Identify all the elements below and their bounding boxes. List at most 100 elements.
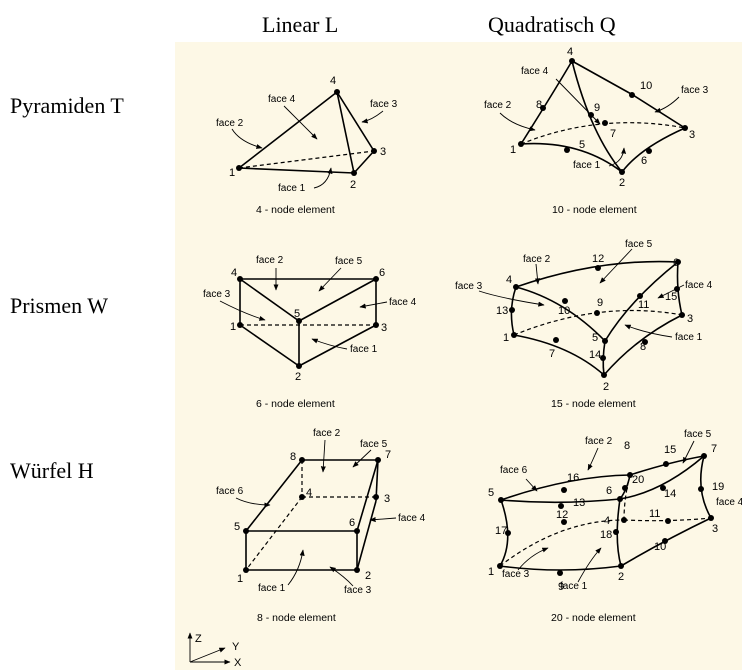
tet10-node-2: 2 xyxy=(619,177,625,189)
prism15-node-9: 9 xyxy=(597,297,603,309)
prism6-caption: 6 - node element xyxy=(256,398,335,410)
hex20-face-6-label: face 6 xyxy=(500,465,528,476)
prism15-face-3-label: face 3 xyxy=(455,281,483,292)
hex20-node-4: 4 xyxy=(604,515,610,527)
prism15-caption: 15 - node element xyxy=(551,398,636,410)
hex8-node-7: 7 xyxy=(385,449,391,461)
tet10-node-9: 9 xyxy=(594,102,600,114)
prism6-node-5: 5 xyxy=(294,308,300,320)
hex20-node-5: 5 xyxy=(488,487,494,499)
coordinate-axes-icon: Z Y X xyxy=(190,633,242,669)
prism6-node-3: 3 xyxy=(381,322,387,334)
tet4-node-1: 1 xyxy=(229,167,235,179)
prism6-node-6: 6 xyxy=(379,267,385,279)
tet10-node-7: 7 xyxy=(610,128,616,140)
prism15-node-1: 1 xyxy=(503,332,509,344)
axis-z-label: Z xyxy=(195,633,202,645)
prism6-node-2: 2 xyxy=(295,371,301,383)
tet10-caption: 10 - node element xyxy=(552,204,637,216)
hex8-face-4-label: face 4 xyxy=(398,513,426,524)
tet4-node-3: 3 xyxy=(380,146,386,158)
tet10-node-8: 8 xyxy=(536,99,542,111)
tet10-node-10: 10 xyxy=(640,80,652,92)
prism15-node-7: 7 xyxy=(549,348,555,360)
hex8-node-5: 5 xyxy=(234,521,240,533)
prism15-element: 1 2 3 4 5 6 7 8 9 10 11 12 13 14 15 face… xyxy=(455,239,713,410)
tet10-face-2-label: face 2 xyxy=(484,100,512,111)
hex8-element: 1 2 3 4 5 6 7 8 face 2 face 5 face 6 fac… xyxy=(216,428,426,624)
prism15-node-4: 4 xyxy=(506,274,512,286)
prism15-node-5: 5 xyxy=(592,332,598,344)
prism6-face-1-label: face 1 xyxy=(350,344,378,355)
hex20-caption: 20 - node element xyxy=(551,612,636,624)
prism15-node-15: 15 xyxy=(665,291,677,303)
hex8-caption: 8 - node element xyxy=(257,612,336,624)
hex20-face-3-label: face 3 xyxy=(502,569,530,580)
prism6-face-5-label: face 5 xyxy=(335,256,363,267)
prism6-element: 1 2 3 4 5 6 face 2 face 5 face 3 face 4 … xyxy=(203,255,417,410)
prism6-node-1: 1 xyxy=(230,321,236,333)
axis-x-label: X xyxy=(234,657,242,669)
prism15-node-8: 8 xyxy=(640,341,646,353)
hex20-node-19: 19 xyxy=(712,481,724,493)
prism15-face-2-label: face 2 xyxy=(523,254,551,265)
hex20-node-10: 10 xyxy=(654,541,666,553)
tet4-face-4-label: face 4 xyxy=(268,94,296,105)
tet10-face-3-label: face 3 xyxy=(681,85,709,96)
tet4-caption: 4 - node element xyxy=(256,204,335,216)
hex20-element: 1 2 3 4 5 6 7 8 9 10 11 12 13 14 15 16 1… xyxy=(488,429,742,624)
prism15-node-10: 10 xyxy=(558,305,570,317)
hex20-node-11: 11 xyxy=(649,508,660,520)
hex8-face-5-label: face 5 xyxy=(360,439,388,450)
hex20-node-16: 16 xyxy=(567,472,579,484)
hex8-node-4: 4 xyxy=(306,487,312,499)
hex8-face-1-label: face 1 xyxy=(258,583,286,594)
tet4-element: 1 2 3 4 face 4 face 2 face 3 face 1 4 - … xyxy=(216,75,398,216)
axis-y-label: Y xyxy=(232,641,240,653)
hex20-face-1-label: face 1 xyxy=(560,581,588,592)
tet10-node-5: 5 xyxy=(579,139,585,151)
prism15-face-5-label: face 5 xyxy=(625,239,653,250)
hex8-node-2: 2 xyxy=(365,570,371,582)
prism15-node-6: 6 xyxy=(673,257,679,269)
tet10-node-1: 1 xyxy=(510,144,516,156)
tet10-node-4: 4 xyxy=(567,46,573,58)
hex8-node-6: 6 xyxy=(349,517,355,529)
tet10-face-1-label: face 1 xyxy=(573,160,601,171)
hex8-face-2-label: face 2 xyxy=(313,428,341,439)
hex20-face-2-label: face 2 xyxy=(585,436,613,447)
hex20-node-13: 13 xyxy=(573,497,585,509)
prism15-node-3: 3 xyxy=(687,313,693,325)
prism15-node-14: 14 xyxy=(589,349,601,361)
prism15-node-12: 12 xyxy=(592,253,604,265)
hex8-face-3-label: face 3 xyxy=(344,585,372,596)
hex8-node-3: 3 xyxy=(384,493,390,505)
prism6-face-4-label: face 4 xyxy=(389,297,417,308)
hex8-face-6-label: face 6 xyxy=(216,486,244,497)
prism15-node-13: 13 xyxy=(496,305,508,317)
prism15-node-11: 11 xyxy=(638,299,649,311)
hex20-node-6: 6 xyxy=(606,485,612,497)
tet4-face-1-label: face 1 xyxy=(278,183,306,194)
hex20-node-18: 18 xyxy=(600,529,612,541)
tet10-face-4-label: face 4 xyxy=(521,66,549,77)
tet10-element: 1 2 3 4 5 6 7 8 9 10 face 4 face 2 face … xyxy=(484,46,709,216)
hex20-node-1: 1 xyxy=(488,566,494,578)
prism15-face-4-label: face 4 xyxy=(685,280,713,291)
tet10-node-3: 3 xyxy=(689,129,695,141)
prism15-face-1-label: face 1 xyxy=(675,332,703,343)
tet4-node-2: 2 xyxy=(350,179,356,191)
prism15-node-2: 2 xyxy=(603,381,609,393)
hex20-node-2: 2 xyxy=(618,571,624,583)
prism6-node-4: 4 xyxy=(231,267,237,279)
hex8-node-1: 1 xyxy=(237,573,243,585)
prism6-face-3-label: face 3 xyxy=(203,289,231,300)
tet4-face-2-label: face 2 xyxy=(216,118,244,129)
hex8-node-8: 8 xyxy=(290,451,296,463)
tet10-node-6: 6 xyxy=(641,155,647,167)
tet4-face-3-label: face 3 xyxy=(370,99,398,110)
hex20-node-8: 8 xyxy=(624,440,630,452)
hex20-node-20: 20 xyxy=(632,474,644,486)
prism6-face-2-label: face 2 xyxy=(256,255,284,266)
hex20-face-4-label: face 4 xyxy=(716,497,742,508)
